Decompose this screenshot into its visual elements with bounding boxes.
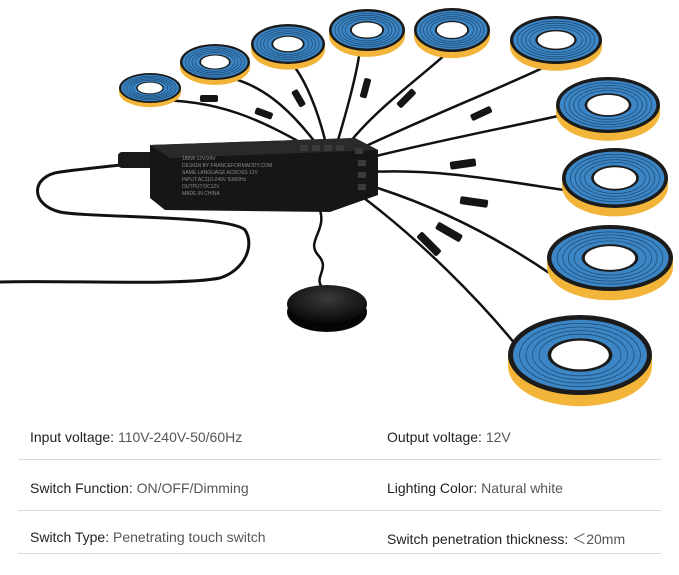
led-strip-reel: [414, 8, 490, 59]
touch-switch-pad: [287, 285, 367, 323]
controller-box: 180W 12V/24V DESIGN BY FRANCEFORMADDY.CO…: [150, 138, 378, 212]
spec-label: Switch Type:: [30, 529, 110, 545]
spec-value: 110V-240V-50/60Hz: [117, 429, 243, 445]
spec-output-voltage: Output voltage: 12V: [387, 429, 511, 445]
led-strip-reel: [180, 44, 250, 86]
spec-value: 12V: [485, 429, 511, 445]
led-strip-reel: [556, 77, 660, 141]
led-strip-reel: [508, 315, 652, 407]
controller-ports: [300, 145, 366, 190]
spec-value: Penetrating touch switch: [113, 529, 266, 545]
spec-value: Natural white: [481, 480, 563, 496]
spec-row: Switch Type: Penetrating touch switch Sw…: [0, 529, 679, 575]
spec-label: Lighting Color:: [387, 480, 478, 496]
divider: [18, 553, 661, 554]
spec-row: Switch Function: ON/OFF/Dimming Lighting…: [0, 480, 679, 526]
spec-input-voltage: Input voltage: 110V-240V-50/60Hz: [30, 429, 242, 445]
spec-value: ＜20mm: [572, 531, 626, 547]
power-plug: [118, 152, 158, 168]
label-line: MADE IN CHINA: [182, 191, 220, 197]
led-strip-reel: [119, 73, 181, 108]
divider: [18, 510, 661, 511]
spec-label: Output voltage:: [387, 429, 482, 445]
label-line: 180W 12V/24V: [182, 156, 216, 162]
switch-cable: [312, 204, 326, 291]
label-line: INPUT:AC110-240V 50/60Hz: [182, 177, 247, 183]
product-photo: 180W 12V/24V DESIGN BY FRANCEFORMADDY.CO…: [0, 8, 673, 407]
spec-label: Switch penetration thickness:: [387, 531, 569, 547]
led-strip-reels: [119, 8, 673, 407]
label-line: SAME LANGUAGE ACROSS 12V: [182, 170, 259, 176]
led-strip-reel: [547, 225, 673, 301]
power-cord: [0, 158, 251, 284]
led-strip-reel: [329, 9, 405, 57]
spec-label: Input voltage:: [30, 429, 115, 445]
divider: [18, 459, 661, 460]
spec-value: ON/OFF/Dimming: [136, 480, 249, 496]
led-strip-reel: [251, 24, 325, 70]
wire-connectors: [200, 78, 493, 256]
spec-row: Input voltage: 110V-240V-50/60Hz Output …: [0, 429, 679, 475]
led-strip-reel: [562, 148, 668, 217]
spec-lighting-color: Lighting Color: Natural white: [387, 480, 563, 496]
spec-switch-type: Switch Type: Penetrating touch switch: [30, 529, 266, 545]
label-line: DESIGN BY FRANCEFORMADDY.COM: [182, 163, 272, 169]
spec-label: Switch Function:: [30, 480, 133, 496]
label-line: OUTPUT:DC12V: [182, 184, 220, 190]
controller-label: 180W 12V/24V DESIGN BY FRANCEFORMADDY.CO…: [182, 156, 272, 197]
spec-penetration-thickness: Switch penetration thickness: ＜20mm: [387, 529, 625, 549]
spec-switch-function: Switch Function: ON/OFF/Dimming: [30, 480, 249, 496]
led-strip-reel: [510, 16, 602, 71]
